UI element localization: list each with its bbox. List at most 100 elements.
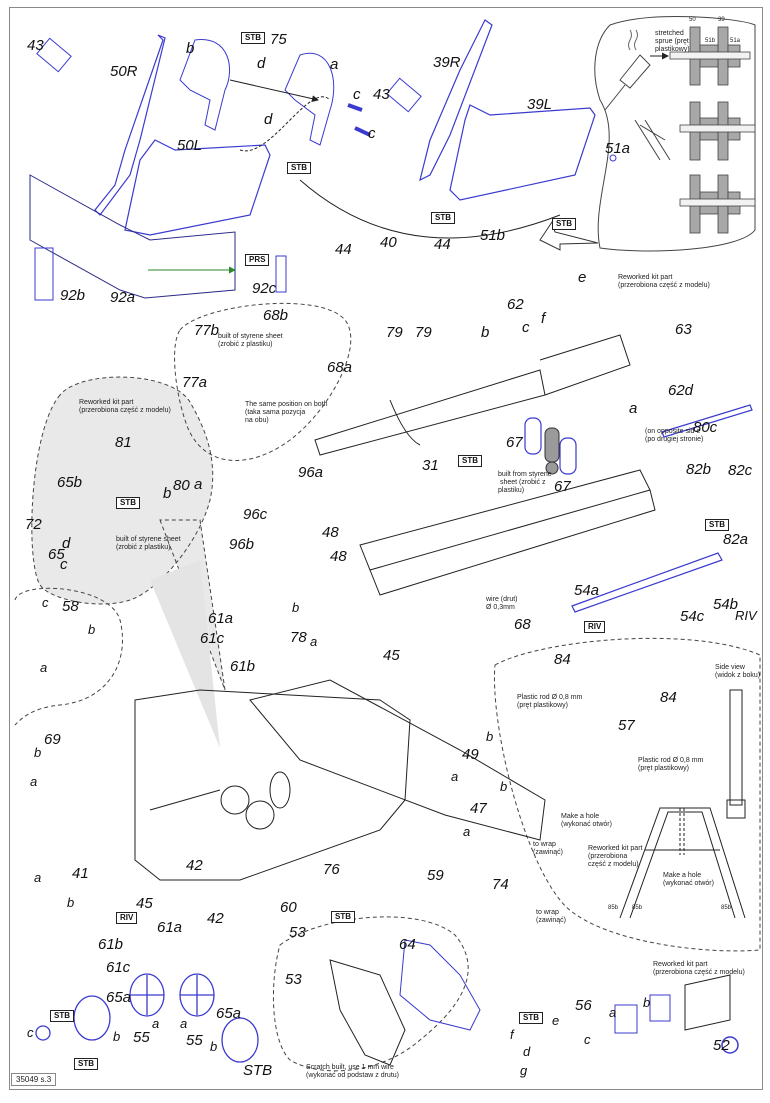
handwheel-55-left [35,973,165,1041]
label-a: a [34,870,42,885]
label-44: 44 [434,236,451,253]
label-a: a [609,1005,617,1020]
note-reworked-left: Reworked kit part (przerobiona część z m… [79,399,171,414]
part-67 [524,417,577,475]
note-side-view: Side view (widok z boku) [715,664,761,679]
note-make-hole-1: Make a hole (wykonać otwór) [561,813,612,828]
label-77a: 77a [182,374,208,391]
label-43: 43 [27,37,44,54]
label-53: 53 [285,971,302,988]
page-id: 35049 s.3 [11,1073,57,1086]
diagram-label-50: 50 [689,17,696,23]
label-c: c [584,1032,591,1047]
label-a: a [180,1016,188,1031]
stb-tag: STB [431,212,455,224]
label-39L: 39L [527,96,553,113]
note-plastic-rod-2: Plastic rod Ø 0,8 mm (pręt plastikowy) [638,757,704,772]
label-58: 58 [62,598,79,615]
part-39L [449,104,596,201]
label-92b: 92b [60,287,86,304]
note-reworked-top: Reworked kit part (przerobiona część z m… [618,274,710,289]
label-c: c [42,595,49,610]
label-54c: 54c [680,608,705,625]
label-81: 81 [115,434,132,451]
label-61a: 61a [208,610,234,627]
callout-bubble-58 [14,587,123,726]
callout-bubble-sprue [594,16,756,252]
label-48: 48 [330,548,347,565]
label-b: b [88,622,96,637]
part-56a [614,1004,638,1034]
part-64 [399,939,481,1031]
label-b: b [113,1029,121,1044]
part-a-shield [284,52,335,146]
stb-tag: STB [705,519,729,531]
diagram-label-39: 39 [718,17,725,23]
gun-cradle [359,469,656,596]
stb-tag: STB [519,1012,543,1024]
label-57: 57 [618,717,635,734]
label-96b: 96b [229,536,255,553]
label-a: a [330,56,339,73]
label-96c: 96c [243,506,268,523]
label-45: 45 [383,647,400,664]
label-55: 55 [133,1029,150,1046]
stb-tag: STB [50,1010,74,1022]
label-96a: 96a [298,464,324,481]
label-61c: 61c [200,630,225,647]
label-79: 79 [415,324,432,341]
part-67-center [544,427,560,463]
callout-bubble-77-68 [174,302,352,461]
label-a: a [463,824,471,839]
label-b: b [186,40,195,57]
label-84: 84 [660,689,677,706]
label-56: 56 [575,997,592,1014]
label-a: a [194,476,203,493]
note-styrene-65: built of styrene sheet (zrobić z plastik… [116,536,181,551]
label-c: c [60,556,68,573]
label-49: 49 [462,746,479,763]
stb-tag: STB [331,911,355,923]
label-92a: 92a [110,289,136,306]
trail-legs-drawing [619,689,746,919]
sprue-stack-3 [679,174,756,234]
label-65a: 65a [106,989,132,1006]
label-45: 45 [136,895,153,912]
label-e: e [578,269,587,286]
label-b: b [500,779,508,794]
label-85b: 85b [608,905,619,911]
label-65a: 65a [216,1005,242,1022]
label-b: b [67,895,75,910]
label-f: f [510,1027,514,1042]
label-42: 42 [186,857,203,874]
stb-tag: STB [287,162,311,174]
label-61a: 61a [157,919,183,936]
label-64: 64 [399,936,416,953]
label-b: b [163,485,172,502]
part-b-shield [179,39,231,131]
part-50R [94,34,166,216]
label-f: f [541,310,546,327]
label-61b: 61b [230,658,256,675]
part-43-b [386,77,422,113]
label-67: 67 [506,434,523,451]
label-b: b [210,1039,218,1054]
label-54a: 54a [574,582,600,599]
riv-tag: RIV [116,912,138,924]
part-52 [721,1036,739,1054]
label-e: e [552,1013,560,1028]
stb-tag: STB [116,497,140,509]
stb-tag: STB [458,455,482,467]
label-77b: 77b [194,322,220,339]
label-stb: STB [243,1062,273,1079]
part-56-block [684,974,731,1031]
label-47: 47 [470,800,487,817]
label-78: 78 [290,629,307,646]
label-c: c [27,1025,34,1040]
label-c: c [353,86,361,103]
label-b: b [34,745,42,760]
part-39R [419,19,493,182]
label-b: b [292,600,300,615]
stb-tag: STB [74,1058,98,1070]
sprue-stack-1 [669,26,751,86]
